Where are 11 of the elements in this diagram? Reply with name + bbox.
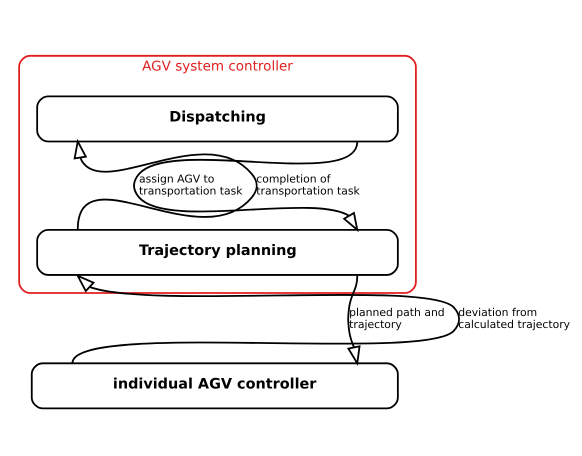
edge-label: assign AGV to transportation task bbox=[139, 172, 243, 197]
edge-label: completion of transportation task bbox=[256, 172, 360, 197]
arrow bbox=[133, 140, 359, 232]
arrow bbox=[346, 275, 361, 366]
edge-label: planned path and trajectory bbox=[349, 306, 445, 330]
node-box: Trajectory planning bbox=[36, 228, 399, 276]
node-box: Dispatching bbox=[36, 95, 399, 142]
node-box: individual AGV controller bbox=[30, 362, 399, 409]
arrow bbox=[74, 138, 258, 230]
edge-label: deviation from calculated trajectory bbox=[458, 306, 570, 330]
arrow bbox=[72, 273, 460, 364]
